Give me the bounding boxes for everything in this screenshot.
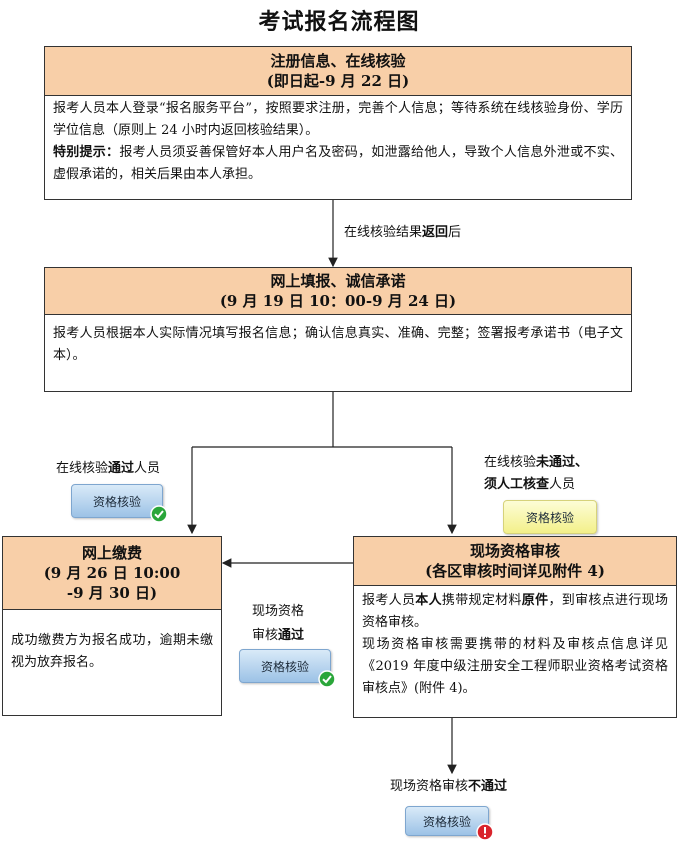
step1-title: 注册信息、在线核验	[270, 52, 406, 70]
step4-materials: 现场资格审核需要携带的材料及审核点信息详见《2019 年度中级注册安全工程师职业…	[362, 637, 668, 696]
badge-verify-manual: 资格核验	[503, 500, 597, 534]
step1-notice: 特别提示：报考人员须妥善保管好本人用户名及密码，如泄露给他人，导致个人信息外泄或…	[53, 142, 623, 186]
step3-title: 网上缴费	[81, 544, 142, 562]
label-verify-failed-manual: 在线核验未通过、 须人工核查人员	[484, 455, 589, 492]
step1-notice-text: 报考人员须妥善保管好本人用户名及密码，如泄露给他人，导致个人信息外泄或不实、虚假…	[53, 145, 623, 182]
step4-time: (各区审核时间详见附件 4)	[425, 562, 605, 580]
step1-notice-label: 特别提示：	[53, 145, 120, 160]
step1-date: (即日起-9 月 22 日)	[266, 72, 410, 90]
badge-verify-passed: 资格核验	[71, 484, 168, 523]
step3-date-start: (9 月 26 日 10:00	[43, 564, 181, 582]
page-title: 考试报名流程图	[258, 9, 420, 35]
step-register-verify: 注册信息、在线核验 (即日起-9 月 22 日) 报考人员本人登录“报名服务平台…	[44, 46, 632, 200]
step-online-payment: 网上缴费 (9 月 26 日 10:00 -9 月 30 日) 成功缴费方为报名…	[2, 536, 222, 716]
label-onsite-failed: 现场资格审核不通过	[390, 779, 508, 794]
badge-onsite-passed: 资格核验	[239, 649, 336, 688]
step2-date: (9 月 19 日 10：00-9 月 24 日)	[219, 292, 457, 310]
warning-icon	[476, 823, 494, 841]
check-icon	[150, 505, 168, 523]
step4-title: 现场资格审核	[469, 542, 560, 560]
check-icon	[318, 670, 336, 688]
step3-desc: 成功缴费方为报名成功，逾期未缴视为放弃报名。	[11, 633, 213, 670]
step4-desc: 报考人员本人携带规定材料原件，到审核点进行现场资格审核。	[362, 593, 668, 630]
step1-desc: 报考人员本人登录“报名服务平台”，按照要求注册，完善个人信息；等待系统在线核验身…	[53, 101, 623, 138]
step3-date-end: -9 月 30 日)	[66, 584, 158, 602]
step-onsite-review: 现场资格审核 (各区审核时间详见附件 4) 报考人员本人携带规定材料原件，到审核…	[353, 536, 677, 718]
label-onsite-passed: 现场资格 审核通过	[252, 604, 305, 643]
label-verify-passed: 在线核验通过人员	[56, 461, 161, 476]
step2-desc: 报考人员根据本人实际情况填写报名信息；确认信息真实、准确、完整；签署报考承诺书（…	[53, 326, 623, 363]
label-verify-returned: 在线核验结果返回后	[344, 225, 462, 240]
step2-title: 网上填报、诚信承诺	[270, 272, 406, 290]
step-online-fill: 网上填报、诚信承诺 (9 月 19 日 10：00-9 月 24 日) 报考人员…	[44, 267, 632, 392]
badge-onsite-failed: 资格核验	[405, 806, 494, 841]
